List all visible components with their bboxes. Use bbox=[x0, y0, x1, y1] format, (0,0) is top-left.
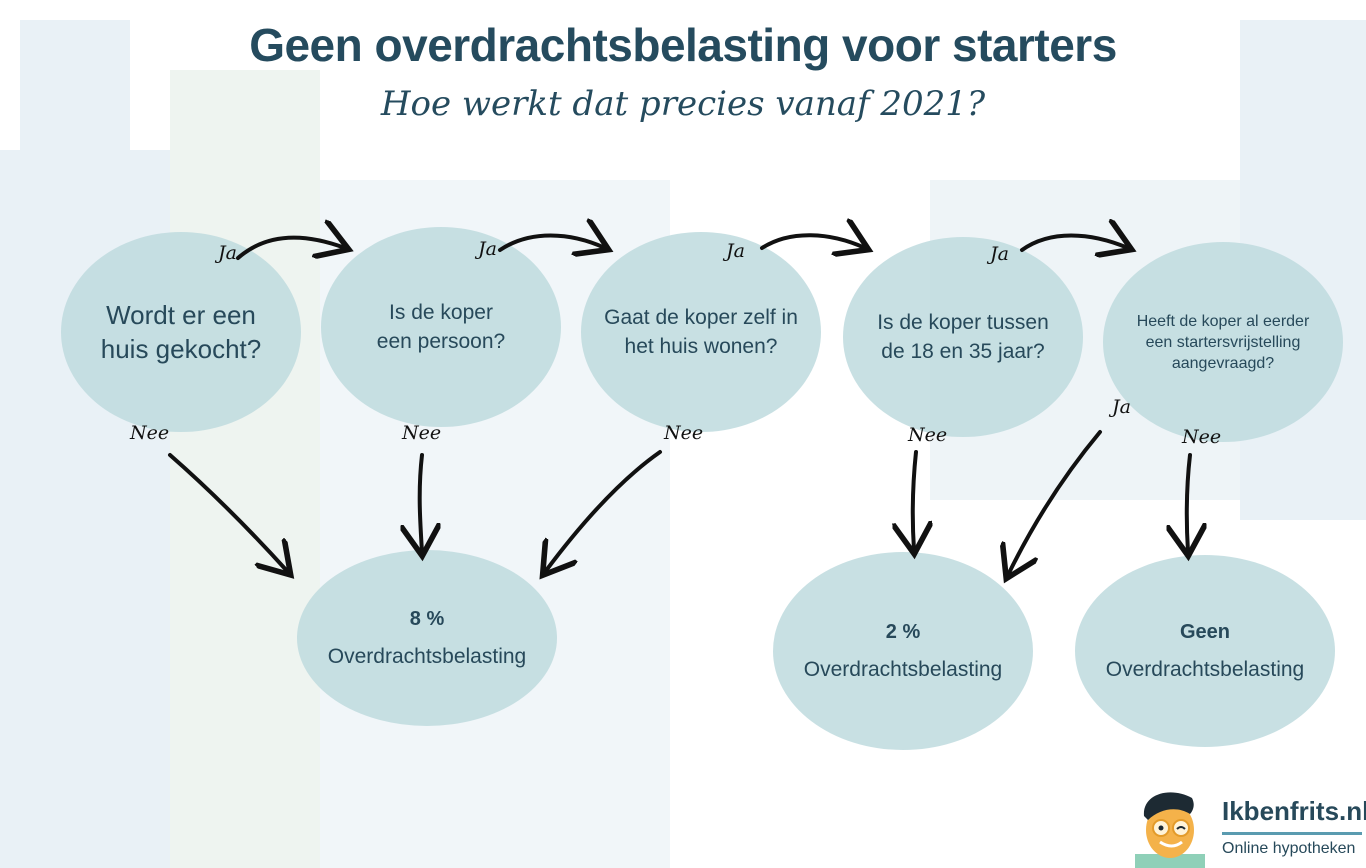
result-rate: 2 % bbox=[885, 621, 921, 643]
arrow-no-4 bbox=[913, 450, 916, 550]
result-rate: 8 % bbox=[409, 608, 445, 630]
brand-divider bbox=[1222, 832, 1362, 835]
label-no: Nee bbox=[402, 422, 442, 444]
question-text: Wordt er een huis gekocht? bbox=[100, 300, 262, 364]
question-circle-5: Heeft de koper al eerder een startersvri… bbox=[1103, 242, 1343, 442]
background-building bbox=[20, 20, 130, 160]
question-circle-4: Is de koper tussen de 18 en 35 jaar? bbox=[843, 237, 1083, 437]
arrow-no-2 bbox=[420, 453, 422, 552]
label-yes: Ja bbox=[990, 243, 1009, 265]
mascot-icon bbox=[1135, 792, 1205, 868]
arrow-yes-2 bbox=[498, 236, 605, 251]
page-title: Geen overdrachtsbelasting voor starters bbox=[249, 19, 1117, 71]
label-no: Nee bbox=[1182, 426, 1222, 448]
result-8-percent: 8 % Overdrachtsbelasting bbox=[297, 550, 557, 726]
label-no: Nee bbox=[664, 422, 704, 444]
result-2-percent: 2 % Overdrachtsbelasting bbox=[773, 552, 1033, 750]
label-yes: Ja bbox=[726, 240, 745, 262]
result-text: Overdrachtsbelasting bbox=[1105, 658, 1305, 681]
arrow-no-5 bbox=[1187, 453, 1190, 552]
background-building bbox=[170, 70, 320, 868]
arrow-no-3 bbox=[545, 450, 662, 572]
label-yes: Ja bbox=[1112, 396, 1131, 418]
result-rate: Geen bbox=[1179, 621, 1231, 643]
brand-tagline: Online hypotheken bbox=[1222, 840, 1356, 857]
question-text: Is de koper tussen de 18 en 35 jaar? bbox=[877, 311, 1049, 363]
result-text: Overdrachtsbelasting bbox=[327, 645, 527, 668]
result-text: Overdrachtsbelasting bbox=[803, 658, 1003, 681]
arrow-yes-3 bbox=[760, 235, 865, 248]
label-no: Nee bbox=[908, 424, 948, 446]
question-circle-2: Is de koper een persoon? bbox=[321, 227, 561, 427]
brand-logo[interactable]: Ikbenfrits.nl Online hypotheken bbox=[1130, 786, 1366, 868]
question-text: Heeft de koper al eerder een startersvri… bbox=[1136, 312, 1310, 372]
label-yes: Ja bbox=[478, 238, 497, 260]
arrow-yes-5 bbox=[1008, 430, 1102, 575]
question-text: Is de koper een persoon? bbox=[376, 301, 506, 353]
arrow-no-1 bbox=[168, 453, 288, 572]
question-circle-1: Wordt er een huis gekocht? bbox=[61, 232, 301, 432]
page-subtitle: Hoe werkt dat precies vanaf 2021? bbox=[380, 84, 986, 124]
question-text: Gaat de koper zelf in het huis wonen? bbox=[604, 306, 798, 358]
question-circle-3: Gaat de koper zelf in het huis wonen? bbox=[581, 232, 821, 432]
brand-name: Ikbenfrits.nl bbox=[1222, 796, 1366, 826]
arrow-yes-1 bbox=[236, 238, 345, 260]
label-no: Nee bbox=[130, 422, 170, 444]
arrow-yes-4 bbox=[1020, 236, 1128, 251]
label-yes: Ja bbox=[218, 242, 237, 264]
